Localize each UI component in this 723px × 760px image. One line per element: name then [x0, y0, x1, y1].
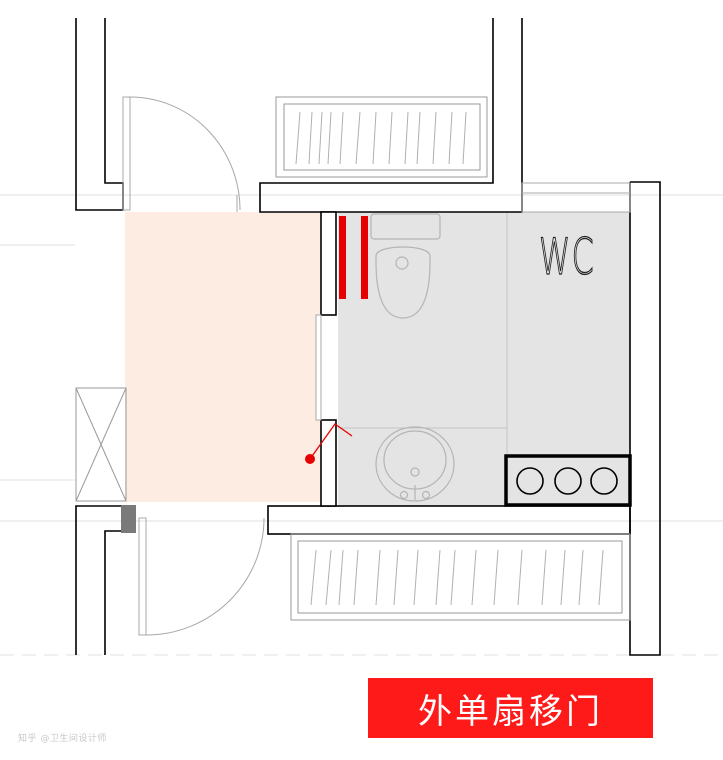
wardrobe-inner-bottom [297, 540, 623, 614]
toilet-icon [370, 213, 441, 319]
closet-cross-b [75, 387, 127, 502]
wc-top-ledge [521, 182, 631, 213]
wall-upper-room [259, 18, 523, 213]
watermark: 知乎 @卫生间设计师 [18, 734, 107, 744]
marker-arrow [309, 423, 353, 460]
sliding-track-markers [339, 216, 368, 299]
door-swing-arc-icon [129, 96, 241, 211]
left-closet-box [75, 387, 127, 502]
ring-3 [590, 467, 618, 495]
fixture-frame [504, 454, 632, 507]
hanger-lines-bottom [310, 549, 604, 606]
washbasin-icon [375, 426, 455, 502]
toilet-bowl [375, 246, 431, 319]
upper-wardrobe [275, 96, 488, 178]
door-type-label: 外单扇移门 [418, 691, 603, 732]
lower-walls [267, 505, 631, 535]
track-bar-1 [339, 216, 346, 299]
door-jamb-block [121, 505, 136, 533]
wc-right-wall [629, 181, 661, 656]
room-label-wc: WC [539, 228, 595, 286]
corridor-walls-left [75, 18, 124, 655]
wall-top-left [75, 18, 124, 211]
track-bar-2 [361, 216, 368, 299]
ledge-top-2 [521, 192, 631, 213]
sliding-door-marker-icon [305, 423, 353, 464]
ring-2 [554, 467, 582, 495]
basin-outer [375, 426, 455, 502]
three-ring-fixture-icon [504, 454, 632, 507]
door-leaf-top [122, 96, 131, 211]
lower-wardrobe [290, 533, 631, 621]
toilet-flush [395, 256, 409, 270]
door-swing-arc-bottom [145, 517, 265, 636]
door-leaf-bottom [138, 517, 147, 636]
door-swing-bottom [138, 517, 265, 636]
door-swing-top [122, 96, 241, 212]
wc-left-wall [320, 211, 337, 507]
hallway-area [125, 212, 320, 502]
closet-frame [75, 387, 127, 502]
construction-grid [0, 194, 723, 656]
faucet-knob-left [399, 490, 409, 500]
wall-wc-left-upper [320, 211, 337, 316]
sliding-door-panel [315, 314, 322, 421]
upper-room-walls [259, 18, 523, 213]
wardrobe-inner-top [283, 103, 481, 171]
wall-right [629, 181, 661, 656]
wall-wc-left-lower [320, 419, 337, 507]
wardrobe-outer-top [275, 96, 488, 178]
ring-1 [516, 467, 544, 495]
wall-lower-partition [267, 505, 631, 535]
ledge-top [521, 182, 631, 194]
wardrobe-outer-bottom [290, 533, 631, 621]
wall-bottom-left [75, 505, 124, 655]
basin-drain [410, 467, 420, 477]
faucet-knob-right [421, 490, 431, 500]
hanger-lines-top [295, 111, 467, 165]
door-type-banner: 外单扇移门 [368, 678, 653, 738]
toilet-tank [370, 213, 441, 240]
